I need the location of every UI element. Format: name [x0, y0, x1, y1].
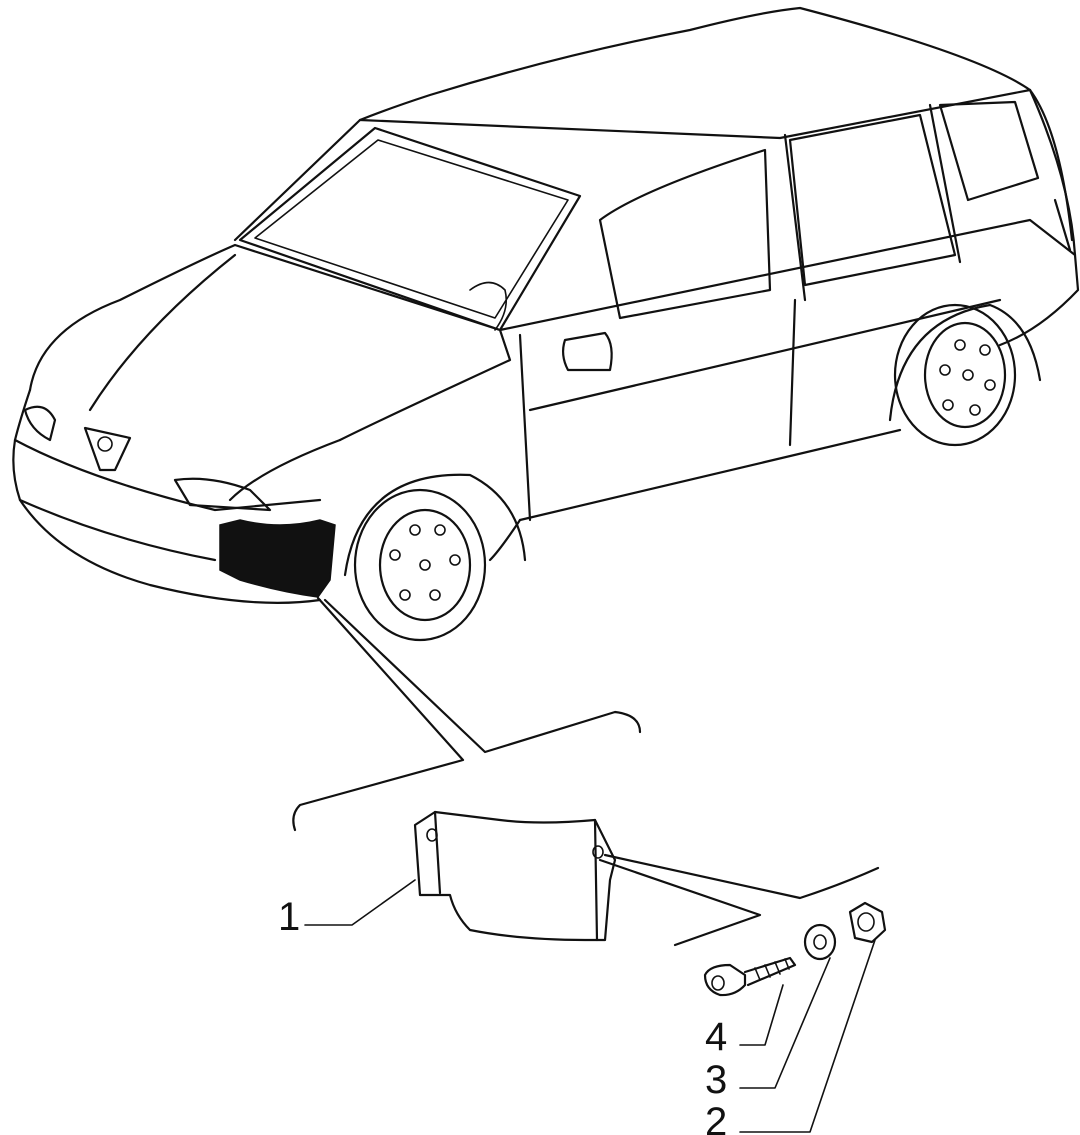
car-illustration [12, 6, 1080, 642]
front-wheel-bolts [389, 524, 461, 601]
callout-label-2: 2 [705, 1100, 727, 1135]
callout-label-3: 3 [705, 1058, 727, 1102]
bracket-part [413, 810, 880, 947]
screw-part [703, 956, 797, 997]
highlighted-part-location [219, 519, 336, 598]
callout-label-1: 1 [278, 895, 300, 939]
nut-part [848, 901, 887, 944]
rear-wheel-bolts [939, 339, 996, 416]
washer-part [803, 923, 837, 961]
callout-leaders [304, 879, 876, 1133]
detail-leader-lines [292, 596, 642, 832]
callout-label-4: 4 [705, 1015, 727, 1059]
